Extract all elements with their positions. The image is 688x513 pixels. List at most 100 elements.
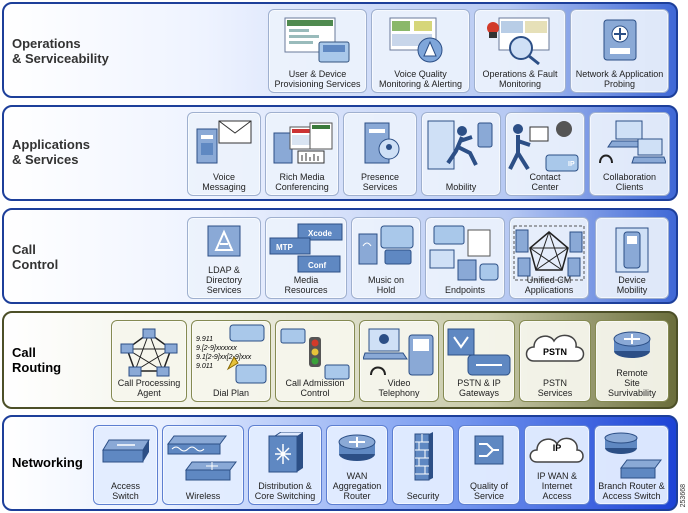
tile-distribution-core-switching: Distribution & Core Switching bbox=[248, 425, 322, 505]
wan-router-icon bbox=[335, 432, 379, 464]
admission-control-icon bbox=[279, 327, 351, 383]
tile-operations-fault-monitoring: Operations & Fault Monitoring bbox=[474, 9, 566, 93]
ip-cloud-label: IP bbox=[552, 443, 562, 453]
tile-access-switch: Access Switch bbox=[93, 425, 158, 505]
tile-collaboration-clients: Collaboration Clients bbox=[589, 112, 670, 196]
ip-cloud-icon bbox=[527, 432, 587, 468]
firewall-icon bbox=[411, 432, 435, 482]
endpoints-icon bbox=[428, 224, 502, 286]
survivability-router-icon bbox=[610, 327, 654, 361]
tile-media-resources: Xcode MTP Conf Media Resources bbox=[265, 217, 347, 299]
chip-xcode: Xcode bbox=[308, 229, 333, 238]
tile-music-on-hold: Music on Hold bbox=[351, 217, 421, 299]
tile-label: Dial Plan bbox=[212, 388, 250, 398]
layer-networking: Networking Access Switch Wireless bbox=[2, 415, 678, 511]
tile-pstn-services: PSTN PSTN Services bbox=[519, 320, 591, 402]
tile-label: User & Device Provisioning Services bbox=[274, 69, 361, 89]
tile-quality-of-service: Quality of Service bbox=[458, 425, 520, 505]
tile-label: LDAP & Directory Services bbox=[205, 265, 242, 295]
qos-icon bbox=[471, 432, 507, 468]
tile-pstn-ip-gateways: PSTN & IP Gateways bbox=[443, 320, 515, 402]
tile-mobility: Mobility bbox=[421, 112, 501, 196]
tile-remote-site-survivability: Remote Site Survivability bbox=[595, 320, 669, 402]
tile-label: Operations & Fault Monitoring bbox=[482, 69, 558, 89]
pstn-cloud-label: PSTN bbox=[542, 347, 567, 357]
tile-label: Quality of Service bbox=[469, 481, 509, 501]
device-mobility-icon bbox=[612, 224, 652, 276]
tile-label: Video Telephony bbox=[378, 378, 420, 398]
tile-label: Voice Quality Monitoring & Alerting bbox=[378, 69, 463, 89]
unified-cm-icon bbox=[512, 224, 586, 282]
chip-conf: Conf bbox=[308, 261, 327, 270]
tile-label: IP WAN & Internet Access bbox=[536, 471, 577, 501]
layer-operations-serviceability: Operations & Serviceability User & Devic… bbox=[2, 2, 678, 98]
tile-label: Security bbox=[406, 491, 440, 501]
tile-label: Call Processing Agent bbox=[117, 378, 181, 398]
voice-quality-icon bbox=[386, 16, 456, 66]
wireless-icon bbox=[166, 432, 240, 484]
tile-call-processing-agent: Call Processing Agent bbox=[111, 320, 187, 402]
tile-label: PSTN Services bbox=[537, 378, 573, 398]
branch-router-icon bbox=[601, 432, 663, 482]
tile-label: Call Admission Control bbox=[285, 378, 345, 398]
svg-text:IP: IP bbox=[568, 161, 575, 168]
conferencing-icon bbox=[270, 119, 334, 167]
voice-messaging-icon bbox=[193, 119, 255, 167]
probing-icon bbox=[590, 16, 650, 66]
tile-dial-plan: 9.911 9.[2-9]xxxxxx 9.1[2-9]xx[2-9]xxx 9… bbox=[191, 320, 271, 402]
layer-title: Operations & Serviceability bbox=[12, 36, 109, 66]
tile-label: Unified CM Applications bbox=[524, 275, 574, 295]
contact-center-icon: IP bbox=[508, 119, 582, 175]
tile-wan-aggregation-router: WAN Aggregation Router bbox=[326, 425, 388, 505]
tile-label: Wireless bbox=[185, 491, 221, 501]
tile-label: PSTN & IP Gateways bbox=[457, 378, 501, 398]
tile-label: Media Resources bbox=[284, 275, 328, 295]
layer-title: Networking bbox=[12, 455, 83, 470]
layer-title: Call Routing bbox=[12, 345, 62, 375]
tile-label: Device Mobility bbox=[616, 275, 648, 295]
tile-presence-services: Presence Services bbox=[343, 112, 417, 196]
tile-label: Endpoints bbox=[444, 285, 486, 295]
layer-title: Applications & Services bbox=[12, 137, 91, 167]
presence-icon bbox=[355, 119, 405, 167]
tile-label: Mobility bbox=[445, 182, 477, 192]
dial-plan-patterns: 9.911 9.[2-9]xxxxxx 9.1[2-9]xx[2-9]xxx 9… bbox=[196, 336, 252, 370]
dial-plan-icon bbox=[226, 323, 268, 387]
fault-monitoring-icon bbox=[485, 16, 555, 68]
media-resources-icon: Xcode MTP Conf bbox=[268, 222, 344, 278]
mobility-icon bbox=[426, 119, 496, 173]
provisioning-icon bbox=[283, 16, 353, 66]
tile-label: Distribution & Core Switching bbox=[254, 481, 316, 501]
tile-label: Collaboration Clients bbox=[602, 172, 657, 192]
tile-label: WAN Aggregation Router bbox=[332, 471, 382, 501]
tile-endpoints: Endpoints bbox=[425, 217, 505, 299]
gateway-icon bbox=[446, 327, 512, 381]
ldap-icon bbox=[206, 224, 242, 258]
layer-applications-services: Applications & Services Voice Messaging bbox=[2, 105, 678, 201]
figure-id: 253668 bbox=[680, 483, 687, 507]
tile-ldap-directory: LDAP & Directory Services bbox=[187, 217, 261, 299]
tile-security: Security bbox=[392, 425, 454, 505]
tile-label: Network & Application Probing bbox=[575, 69, 664, 89]
core-switch-icon bbox=[265, 432, 305, 476]
tile-label: Contact Center bbox=[529, 172, 561, 192]
tile-device-mobility: Device Mobility bbox=[595, 217, 669, 299]
chip-mtp: MTP bbox=[276, 243, 294, 252]
tile-contact-center: IP Contact Center bbox=[505, 112, 585, 196]
tile-call-admission-control: Call Admission Control bbox=[275, 320, 355, 402]
layer-title: Call Control bbox=[12, 242, 59, 272]
tile-label: Branch Router & Access Switch bbox=[598, 481, 665, 501]
tile-label: Voice Messaging bbox=[202, 172, 246, 192]
collaboration-icon bbox=[594, 119, 666, 171]
tile-user-device-provisioning: User & Device Provisioning Services bbox=[268, 9, 367, 93]
tile-branch-router-access-switch: Branch Router & Access Switch bbox=[594, 425, 669, 505]
tile-network-application-probing: Network & Application Probing bbox=[570, 9, 669, 93]
tile-voice-messaging: Voice Messaging bbox=[187, 112, 261, 196]
tile-label: Access Switch bbox=[110, 481, 140, 501]
tile-video-telephony: Video Telephony bbox=[359, 320, 439, 402]
tile-label: Presence Services bbox=[360, 172, 400, 192]
tile-rich-media-conferencing: Rich Media Conferencing bbox=[265, 112, 339, 196]
call-processing-icon bbox=[119, 327, 179, 377]
tile-wireless: Wireless bbox=[162, 425, 244, 505]
tile-label: Music on Hold bbox=[367, 275, 404, 295]
